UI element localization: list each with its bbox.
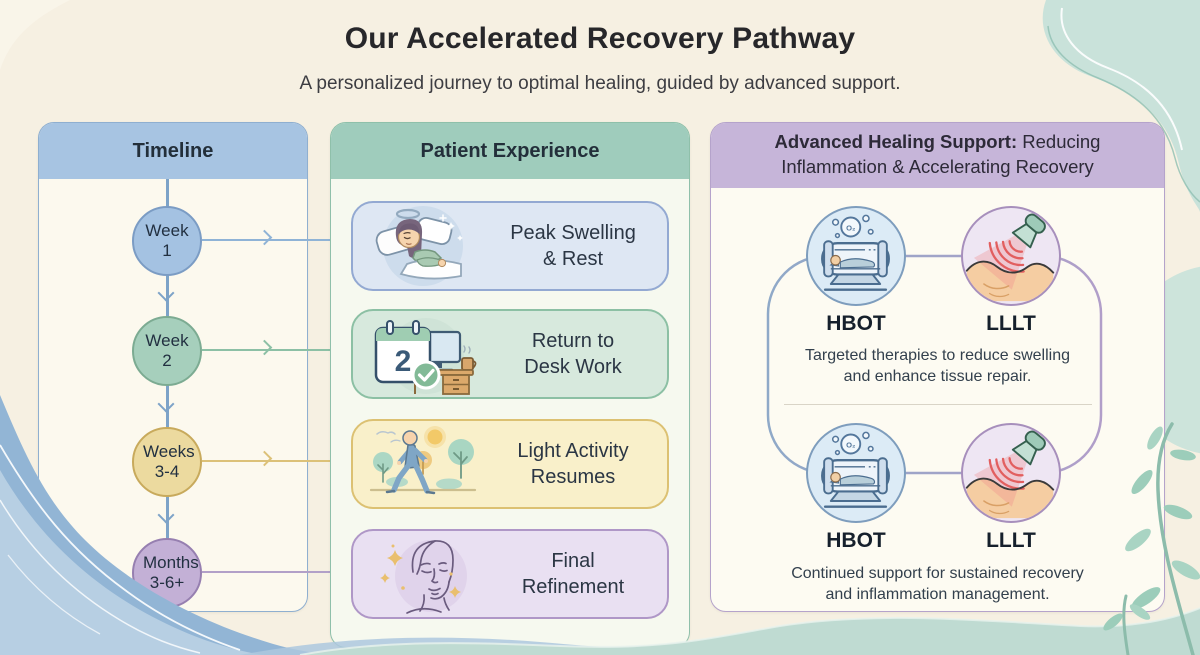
card-peak-swelling-rest: Peak Swelling& Rest: [351, 201, 669, 291]
card-title: Peak Swelling& Rest: [510, 222, 636, 270]
milestone-weeks-3-4: Weeks 3-4: [132, 427, 202, 497]
therapy-loop-connector: [766, 254, 1103, 475]
timeline-panel: Timeline Week 1 Week 2 Weeks 3-4 Months …: [38, 122, 308, 612]
lllt-label: LLLT: [986, 312, 1036, 335]
advanced-healing-support-panel: Advanced Healing Support: Reducing Infla…: [710, 122, 1165, 612]
lllt-label: LLLT: [986, 529, 1036, 552]
page-subtitle: A personalized journey to optimal healin…: [299, 73, 901, 94]
refreshed-face-icon: [361, 532, 485, 616]
hbot-icon: [806, 423, 906, 523]
walking-outdoors-icon: [361, 422, 485, 506]
lllt-icon: [961, 423, 1061, 523]
section-divider: [784, 404, 1092, 405]
timeline-header: Timeline: [39, 123, 307, 179]
milestone-week-2: Week 2: [132, 316, 202, 386]
page-title: Our Accelerated Recovery Pathway: [344, 22, 856, 55]
patient-experience-header: Patient Experience: [331, 123, 689, 179]
arrow-down-icon: [157, 284, 175, 302]
calendar-desk-icon: [361, 312, 485, 396]
milestone-months-3-6: Months 3-6+: [132, 538, 202, 608]
resting-patient-icon: [361, 204, 485, 288]
milestone-week-1: Week 1: [132, 206, 202, 276]
hbot-label: HBOT: [826, 529, 886, 552]
hbot-label: HBOT: [826, 312, 886, 335]
lllt-icon: [961, 206, 1061, 306]
arrow-down-icon: [157, 506, 175, 524]
patient-experience-panel: Patient Experience Peak Swelling& Rest R…: [330, 122, 690, 648]
hbot-icon: [806, 206, 906, 306]
support-phase2-description: Continued support for sustained recovery…: [791, 565, 1084, 604]
arrow-down-icon: [157, 395, 175, 413]
